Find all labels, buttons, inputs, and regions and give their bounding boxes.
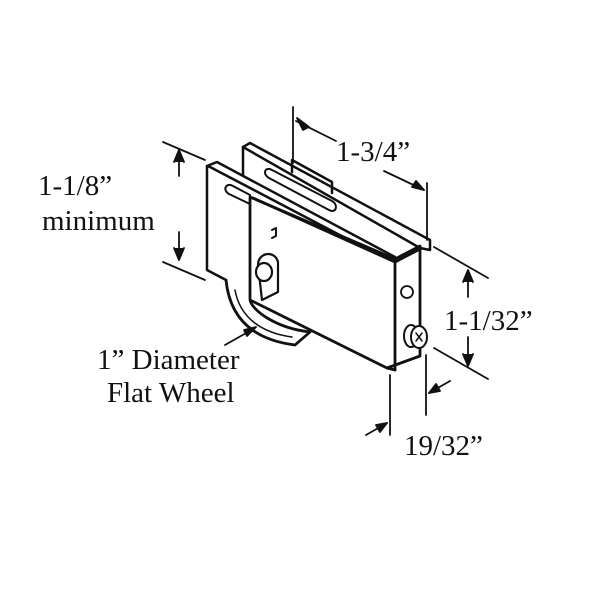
adjustment-screw xyxy=(403,324,428,349)
label-width: 19/32” xyxy=(404,430,483,462)
label-housing-height: 1-1/32” xyxy=(444,305,533,337)
wheel-leader xyxy=(224,326,257,346)
label-length: 1-3/4” xyxy=(336,136,411,168)
back-plate xyxy=(241,141,432,252)
wheel xyxy=(224,278,312,347)
label-height-min-note: minimum xyxy=(42,205,155,237)
label-height-min-value: 1-1/8” xyxy=(38,170,113,202)
dim-housing-height xyxy=(433,246,489,380)
dim-width xyxy=(365,354,451,436)
label-wheel-line2: Flat Wheel xyxy=(107,377,235,409)
label-wheel-line1: 1” Diameter xyxy=(97,344,240,376)
dim-length xyxy=(292,106,428,241)
axle xyxy=(254,253,280,302)
dim-height-min xyxy=(162,141,206,281)
